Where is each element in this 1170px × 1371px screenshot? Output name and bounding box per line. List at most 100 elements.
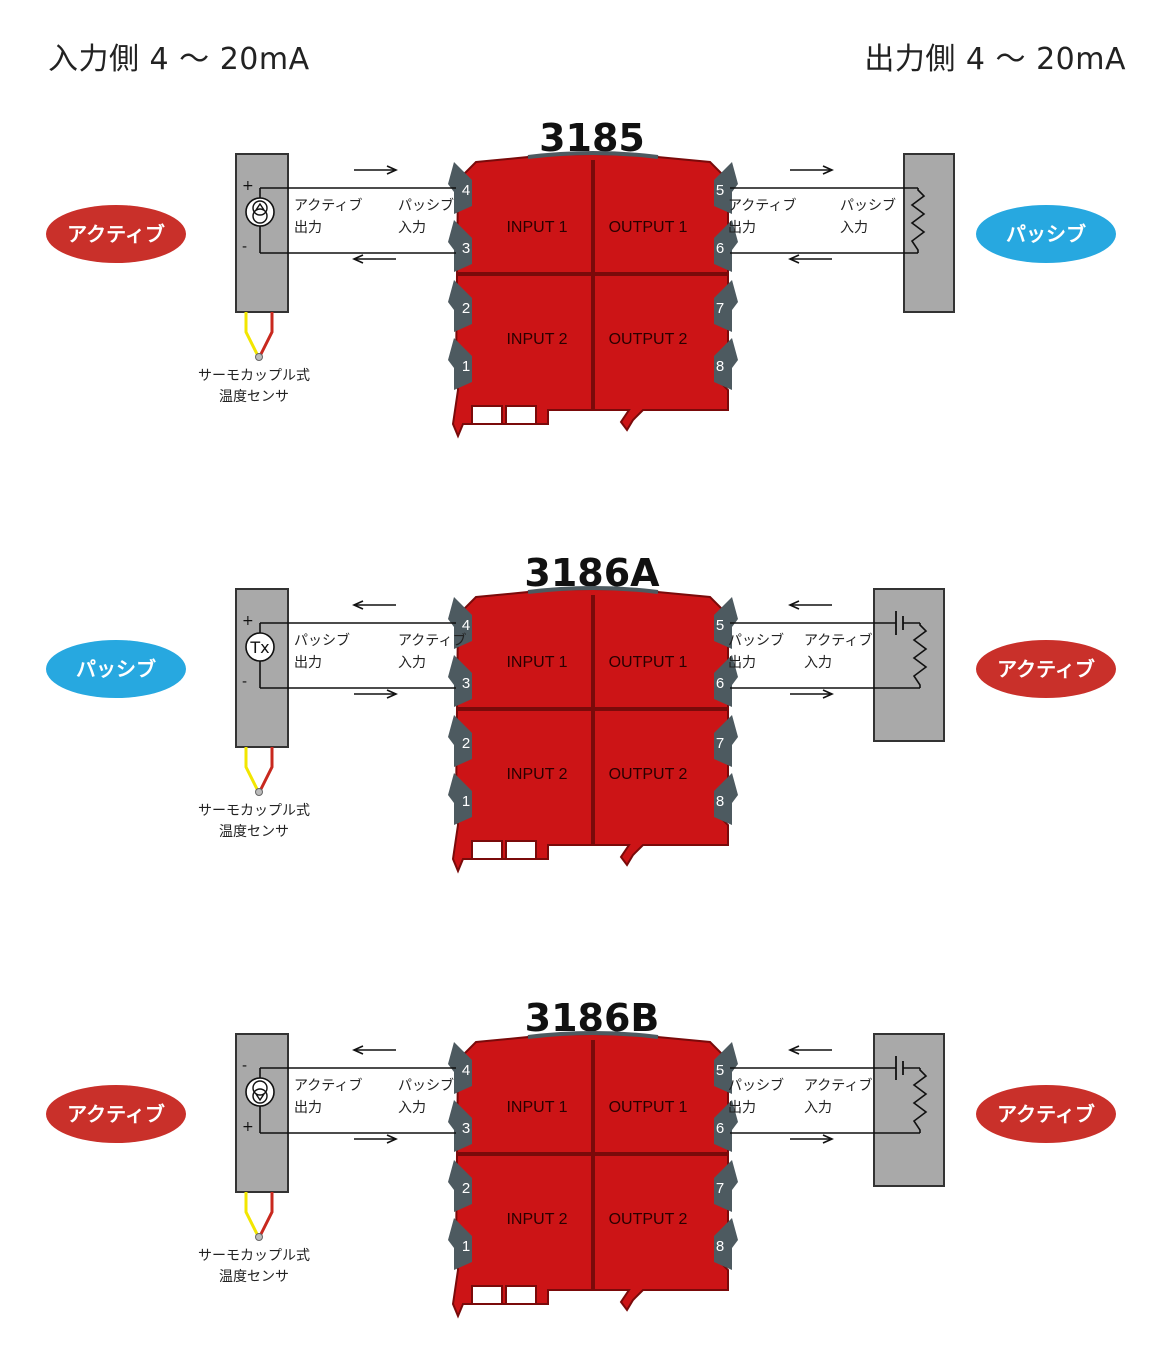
quadrant-label: OUTPUT 1 xyxy=(609,654,688,671)
left-outer-label: アクティブ xyxy=(294,197,362,214)
terminal-number: 6 xyxy=(716,240,724,257)
terminal-body xyxy=(714,715,738,767)
polarity-sign: + xyxy=(242,613,254,629)
sensor-label: サーモカップル式 xyxy=(198,368,310,384)
right-inner-label: パッシブ xyxy=(728,1077,784,1094)
left-inner-label: 入力 xyxy=(398,1100,426,1116)
thermocouple-wire-yellow xyxy=(244,747,260,792)
module-body xyxy=(451,153,729,439)
terminal-number: 7 xyxy=(716,735,724,752)
right-outer-label: アクティブ xyxy=(804,1077,872,1094)
current-source-ring xyxy=(252,200,268,216)
terminal-body xyxy=(714,1042,738,1094)
din-clip-slot xyxy=(471,840,503,860)
pill-shape xyxy=(46,1085,186,1143)
terminal-4: 4 xyxy=(448,1042,472,1094)
terminal-body xyxy=(714,773,738,825)
terminal-number: 3 xyxy=(462,240,470,257)
terminal-body xyxy=(448,220,472,272)
pill-shape xyxy=(46,640,186,698)
sensor-label: サーモカップル式 xyxy=(198,803,310,819)
thermocouple-junction-icon xyxy=(255,353,263,361)
polarity-sign: - xyxy=(242,239,247,255)
right-mode-pill: パッシブ xyxy=(976,205,1116,263)
pill-label: アクティブ xyxy=(997,1102,1095,1126)
terminal-1: 1 xyxy=(448,338,472,390)
quadrant-label: OUTPUT 2 xyxy=(609,1211,688,1228)
terminal-number: 1 xyxy=(462,793,470,810)
right-field-device xyxy=(873,588,945,742)
quadrant-label: INPUT 2 xyxy=(506,1211,567,1228)
quadrant-label: OUTPUT 1 xyxy=(609,219,688,236)
quadrant-label: INPUT 2 xyxy=(506,331,567,348)
terminal-8: 8 xyxy=(714,1218,738,1270)
terminal-body xyxy=(714,338,738,390)
device-box xyxy=(235,1033,289,1193)
current-flow-arrow-icon xyxy=(352,1045,396,1055)
terminal-body xyxy=(714,1100,738,1152)
terminal-body xyxy=(714,280,738,332)
pill-label: アクティブ xyxy=(67,1102,165,1126)
terminal-body xyxy=(714,655,738,707)
quadrant-label: OUTPUT 2 xyxy=(609,766,688,783)
current-flow-arrow-icon xyxy=(790,165,834,175)
current-flow-arrow-icon xyxy=(352,600,396,610)
pill-shape xyxy=(976,205,1116,263)
din-clip-slot xyxy=(471,405,503,425)
thermocouple-wire-red xyxy=(258,1192,274,1237)
din-clip-slot xyxy=(505,840,537,860)
terminal-7: 7 xyxy=(714,280,738,332)
header-output-side: 出力側 4 ～ 20mA xyxy=(864,42,1126,77)
terminal-body xyxy=(448,597,472,649)
thermocouple-junction-icon xyxy=(255,788,263,796)
thermocouple-junction-icon xyxy=(255,1233,263,1241)
current-flow-arrow-icon xyxy=(788,254,832,264)
right-outer-label: 入力 xyxy=(840,220,868,236)
din-clip-slot xyxy=(471,1285,503,1305)
din-clip-slot xyxy=(505,405,537,425)
module-top-rail xyxy=(527,586,659,594)
terminal-number: 3 xyxy=(462,675,470,692)
right-inner-label: 出力 xyxy=(728,1100,756,1116)
current-flow-arrow-icon xyxy=(354,689,398,699)
terminal-number: 3 xyxy=(462,1120,470,1137)
terminal-2: 2 xyxy=(448,280,472,332)
terminal-2: 2 xyxy=(448,1160,472,1212)
current-source-ring xyxy=(252,208,268,224)
pill-shape xyxy=(46,205,186,263)
left-mode-pill: パッシブ xyxy=(46,640,186,698)
left-outer-label: 出力 xyxy=(294,1100,322,1116)
terminal-1: 1 xyxy=(448,773,472,825)
pill-label: アクティブ xyxy=(997,657,1095,681)
arrow-up-icon xyxy=(255,202,265,211)
left-mode-pill: アクティブ xyxy=(46,1085,186,1143)
quadrant-label: INPUT 1 xyxy=(506,219,567,236)
left-inner-label: パッシブ xyxy=(398,1077,454,1094)
sensor-label: サーモカップル式 xyxy=(198,1248,310,1264)
terminal-number: 2 xyxy=(462,735,470,752)
sensor-label: 温度センサ xyxy=(219,824,289,840)
thermocouple-wire-red xyxy=(258,747,274,792)
terminal-body xyxy=(714,220,738,272)
terminal-4: 4 xyxy=(448,162,472,214)
right-outer-label: パッシブ xyxy=(840,197,896,214)
resistor-icon xyxy=(910,188,926,253)
terminal-body xyxy=(448,162,472,214)
pill-label: パッシブ xyxy=(76,657,156,681)
terminal-body xyxy=(714,162,738,214)
terminal-body xyxy=(448,715,472,767)
arrow-down-icon xyxy=(255,1093,265,1102)
current-flow-arrow-icon xyxy=(352,254,396,264)
transmitter-symbol-label: Tx xyxy=(249,638,269,657)
terminal-7: 7 xyxy=(714,1160,738,1212)
terminal-8: 8 xyxy=(714,773,738,825)
terminal-number: 8 xyxy=(716,793,724,810)
terminal-1: 1 xyxy=(448,1218,472,1270)
terminal-number: 6 xyxy=(716,675,724,692)
current-flow-arrow-icon xyxy=(790,1134,834,1144)
terminal-6: 6 xyxy=(714,655,738,707)
